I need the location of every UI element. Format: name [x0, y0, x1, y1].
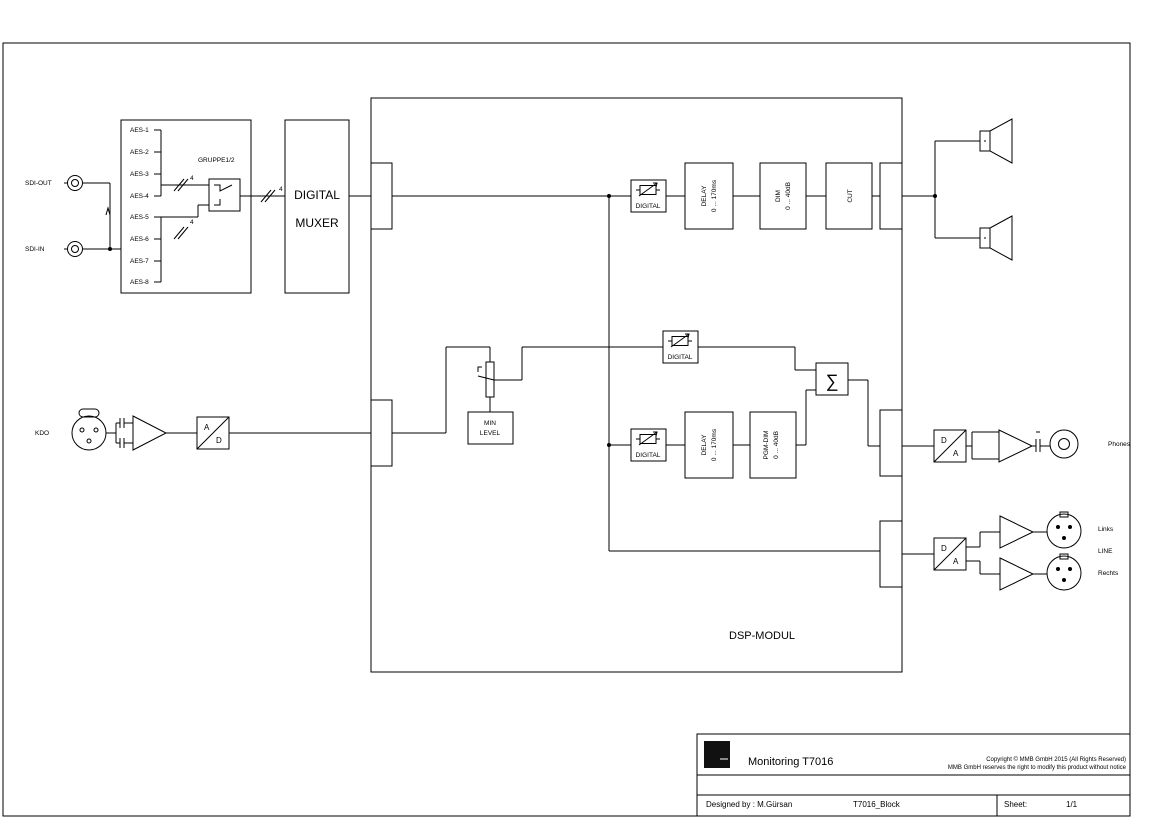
- line-amplifier-right: [999, 557, 1035, 591]
- pgm-dim-block: [749, 411, 797, 479]
- kdo-label: KDO: [35, 430, 49, 437]
- title-block: [696, 733, 1131, 817]
- notice-text: MMB GmbH reserves the right to modify th…: [948, 765, 1127, 771]
- muxer-label-line2: MUXER: [295, 216, 339, 230]
- monitor-chain-wires: [392, 140, 980, 552]
- sdi-in-label: SDI-IN: [25, 246, 45, 253]
- aes-label-1: AES-1: [130, 127, 149, 134]
- aes-label-6: AES-6: [130, 236, 149, 243]
- cut-block: [825, 162, 873, 230]
- aes-label-5: AES-5: [130, 214, 149, 221]
- bus-count-label: 4: [190, 175, 194, 182]
- copyright-text: Copyright © MMB GmbH 2015 (All Rights Re…: [986, 756, 1126, 763]
- ad-converter: A D: [196, 416, 230, 450]
- delay-block-main: [684, 162, 734, 230]
- min-level-block: [467, 411, 514, 445]
- dim-range: 0 ... 40dB: [785, 182, 792, 210]
- digital-trim-kdo: DIGITAL: [662, 330, 699, 364]
- min-level-potentiometer: [477, 361, 495, 398]
- sum-symbol: ∑: [826, 371, 839, 391]
- sheet-value: 1/1: [1066, 800, 1078, 809]
- digital-muxer-block: [284, 119, 350, 294]
- aes-input-ticks: [154, 129, 209, 283]
- pgm-dim-range: 0 ... 40dB: [773, 431, 780, 459]
- sdi-in-connector: SDI-IN: [25, 206, 121, 257]
- xlr-female-connector-icon: [71, 408, 107, 451]
- line-label: LINE: [1098, 548, 1113, 555]
- rechts-label: Rechts: [1098, 570, 1119, 577]
- delay-label-main: DELAY: [701, 185, 708, 206]
- dsp-input-port: [370, 399, 393, 467]
- sheet-frame: [2, 42, 1131, 817]
- digital-trim-main: DIGITAL: [630, 179, 667, 213]
- sdi-out-label: SDI-OUT: [25, 180, 52, 187]
- da-converter-phones: D A: [933, 429, 967, 463]
- delay-range-phones: 0 ... 170ms: [711, 428, 718, 461]
- group-switch: [208, 178, 285, 212]
- designed-by: Designed by : M.Gürsan: [706, 800, 792, 809]
- company-logo: [704, 741, 730, 768]
- xlr-male-connector-icon: [1046, 511, 1082, 549]
- pgm-dim-label: PGM-DIM: [763, 431, 770, 460]
- sheet-label: Sheet:: [1004, 800, 1027, 809]
- digital-trim-label: DIGITAL: [636, 203, 661, 210]
- headphone-jack-icon: [1049, 429, 1079, 459]
- links-label: Links: [1098, 526, 1114, 533]
- delay-block-phones: [684, 411, 734, 479]
- digital-trim-label: DIGITAL: [668, 354, 693, 361]
- aes-label-2: AES-2: [130, 149, 149, 156]
- da-converter-line: D A: [933, 537, 967, 571]
- phones-chain-wires: [609, 389, 816, 446]
- dsp-input-port: [370, 162, 393, 230]
- cut-label: CUT: [847, 189, 854, 202]
- aes-label-7: AES-7: [130, 258, 149, 265]
- delay-range-main: 0 ... 170ms: [711, 179, 718, 212]
- speaker-icon: [979, 118, 1013, 164]
- sdi-out-connector: SDI-OUT: [25, 175, 111, 249]
- kdo-dsp-wires: [392, 346, 880, 447]
- min-level-label-line1: MIN: [484, 420, 496, 427]
- delay-label-phones: DELAY: [701, 434, 708, 455]
- drawing-number: T7016_Block: [853, 800, 901, 809]
- digital-trim-label: DIGITAL: [636, 452, 661, 459]
- min-level-label-line2: LEVEL: [480, 430, 501, 437]
- phones-amplifier: [998, 429, 1034, 463]
- kdo-amplifier: [132, 415, 168, 451]
- aes-label-4: AES-4: [130, 193, 149, 200]
- xlr-male-connector-icon: [1046, 553, 1082, 591]
- dim-block: [759, 162, 807, 230]
- speaker-icon: [979, 215, 1013, 261]
- da-label-a: A: [953, 449, 959, 458]
- digital-trim-phones: DIGITAL: [630, 428, 667, 462]
- phones-output-wires: [902, 431, 1050, 460]
- dsp-output-port: [879, 409, 903, 477]
- ad-label-a: A: [204, 423, 210, 432]
- da-label-a: A: [953, 557, 959, 566]
- drawing-title: Monitoring T7016: [748, 756, 833, 768]
- da-label-d: D: [941, 436, 947, 445]
- bus-count-label: 4: [190, 219, 194, 226]
- line-output-wires: [902, 531, 1047, 575]
- gruppe-label: GRUPPE1/2: [198, 157, 235, 164]
- bus-count-label: 4: [279, 186, 283, 193]
- dsp-module-label: DSP-MODUL: [729, 630, 795, 642]
- kdo-input-wires: [106, 418, 371, 448]
- aes-label-3: AES-3: [130, 171, 149, 178]
- da-label-d: D: [941, 544, 947, 553]
- aes-label-8: AES-8: [130, 279, 149, 286]
- dim-label: DIM: [775, 190, 782, 202]
- dsp-output-port: [879, 162, 903, 230]
- muxer-label-line1: DIGITAL: [294, 188, 340, 202]
- line-amplifier-left: [999, 515, 1035, 549]
- sum-block: ∑: [815, 362, 849, 396]
- dsp-module-block: [370, 97, 903, 673]
- aes-block: [120, 119, 252, 294]
- ad-label-d: D: [216, 436, 222, 445]
- dsp-output-port: [879, 520, 903, 588]
- phones-label: Phones: [1108, 441, 1131, 448]
